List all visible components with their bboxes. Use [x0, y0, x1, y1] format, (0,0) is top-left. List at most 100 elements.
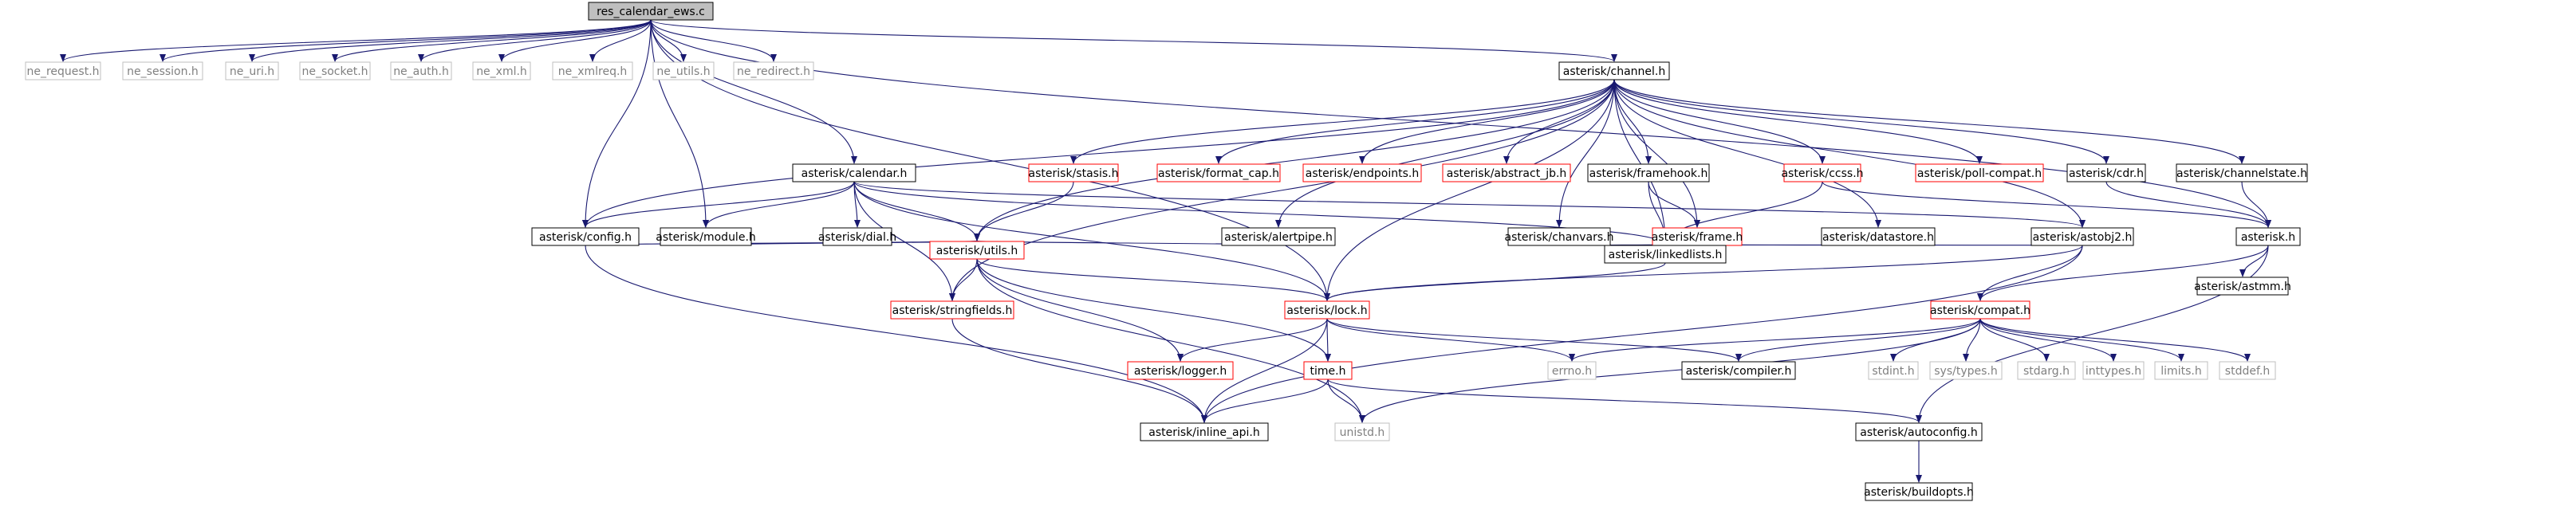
edge-config-to-inline_api: [585, 245, 1207, 423]
node-box: [1507, 227, 1611, 246]
node-alertpipe[interactable]: asterisk/alertpipe.h: [1221, 227, 1336, 246]
node-label: ne_xml.h: [476, 65, 527, 78]
node-box: [1930, 300, 2030, 320]
node-poll-compat[interactable]: asterisk/poll-compat.h: [1915, 163, 2044, 182]
node-box: [1868, 361, 1919, 380]
node-config[interactable]: asterisk/config.h: [531, 227, 640, 246]
node-box: [122, 61, 203, 80]
node-label: ne_request.h: [26, 65, 99, 78]
edge-stasis-to-utils: [974, 181, 1074, 241]
node-box: [822, 227, 892, 246]
node-channel[interactable]: asterisk/channel.h: [1558, 61, 1670, 80]
node-stdint: stdint.h: [1868, 361, 1919, 380]
node-box: [2066, 163, 2146, 182]
node-inline-api[interactable]: asterisk/inline_api.h: [1140, 422, 1269, 441]
node-lock[interactable]: asterisk/lock.h: [1284, 300, 1370, 320]
node-stasis[interactable]: asterisk/stasis.h: [1028, 163, 1119, 182]
edge-channel-to-lock: [1324, 79, 1615, 301]
node-box: [1156, 163, 1281, 182]
node-autoconfig[interactable]: asterisk/autoconfig.h: [1855, 422, 1983, 441]
node-cdr[interactable]: asterisk/cdr.h: [2066, 163, 2146, 182]
node-box: [1127, 361, 1234, 380]
node-chanvars[interactable]: asterisk/chanvars.h: [1505, 227, 1614, 246]
node-ccss[interactable]: asterisk/ccss.h: [1781, 163, 1864, 182]
node-endpoints[interactable]: asterisk/endpoints.h: [1302, 163, 1422, 182]
node-time[interactable]: time.h: [1303, 361, 1353, 380]
node-label: asterisk/endpoints.h: [1306, 167, 1419, 180]
node-channelstate[interactable]: asterisk/channelstate.h: [2176, 163, 2308, 182]
node-utils[interactable]: asterisk/utils.h: [929, 241, 1025, 260]
edge-channelstate-to-asterisk: [2241, 181, 2271, 228]
edge-channel-to-stasis: [1070, 79, 1615, 164]
edge-channel-to-cdr: [1613, 79, 2109, 164]
node-label: asterisk/linkedlists.h: [1609, 249, 1723, 261]
node-box: [1558, 61, 1670, 80]
node-frame[interactable]: asterisk/frame.h: [1652, 227, 1743, 246]
edge-lock-to-logger: [1177, 318, 1328, 362]
node-compiler[interactable]: asterisk/compiler.h: [1681, 361, 1796, 380]
node-stringfields[interactable]: asterisk/stringfields.h: [890, 300, 1014, 320]
node-format-cap[interactable]: asterisk/format_cap.h: [1156, 163, 1281, 182]
edge-calendar-to-lock: [853, 181, 1330, 301]
node-systypes: sys/types.h: [1929, 361, 2003, 380]
node-label: asterisk.h: [2241, 231, 2295, 244]
edge-lock-to-time: [1324, 318, 1331, 362]
node-label: limits.h: [2160, 365, 2201, 378]
edge-channel-to-channelstate: [1613, 79, 2245, 164]
node-label: stdarg.h: [2023, 365, 2070, 378]
edge-astobj2-to-compat: [1977, 245, 2083, 301]
edge-calendar-to-astobj2: [853, 181, 2086, 228]
node-dial[interactable]: asterisk/dial.h: [818, 227, 896, 246]
node-label: asterisk/astobj2.h: [2033, 231, 2133, 244]
node-linkedlists[interactable]: asterisk/linkedlists.h: [1604, 245, 1727, 264]
edge-channel-to-datastore: [1613, 79, 1881, 228]
node-label: asterisk/poll-compat.h: [1917, 167, 2042, 180]
edge-compat-to-limits: [1979, 318, 2184, 362]
node-box: [1929, 361, 2003, 380]
edge-compat-to-unistd: [1359, 318, 1981, 423]
edge-compat-to-inttypes: [1979, 318, 2117, 362]
node-calendar[interactable]: asterisk/calendar.h: [792, 163, 916, 182]
node-astmm[interactable]: asterisk/astmm.h: [2194, 277, 2291, 296]
node-datastore[interactable]: asterisk/datastore.h: [1821, 227, 1936, 246]
node-label: asterisk/stringfields.h: [892, 304, 1013, 317]
edge-utils-to-stringfields: [949, 258, 978, 301]
node-label: ne_uri.h: [230, 65, 274, 78]
node-asterisk[interactable]: asterisk.h: [2235, 227, 2301, 246]
node-label: asterisk/frame.h: [1652, 231, 1743, 244]
node-box: [1303, 361, 1353, 380]
node-box: [652, 61, 715, 80]
node-abstract-jb[interactable]: asterisk/abstract_jb.h: [1442, 163, 1571, 182]
node-box: [1821, 227, 1936, 246]
node-root[interactable]: res_calendar_ews.c: [588, 2, 714, 21]
node-box: [588, 2, 714, 21]
node-label: asterisk/calendar.h: [802, 167, 908, 180]
node-label: asterisk/stasis.h: [1029, 167, 1119, 180]
node-logger[interactable]: asterisk/logger.h: [1127, 361, 1234, 380]
edge-config-to-utils: [585, 240, 979, 249]
node-buildopts[interactable]: asterisk/buildopts.h: [1864, 482, 1974, 501]
node-label: asterisk/dial.h: [818, 231, 896, 244]
node-label: ne_xmlreq.h: [558, 65, 628, 78]
edge-channel-to-stringfields: [949, 79, 1615, 301]
node-box: [2082, 361, 2145, 380]
node-label: asterisk/channelstate.h: [2176, 167, 2307, 180]
edge-compat-to-errno: [1569, 318, 1981, 362]
node-label: asterisk/config.h: [539, 231, 632, 244]
edge-asterisk-to-astmm: [2239, 245, 2269, 277]
node-compat[interactable]: asterisk/compat.h: [1930, 300, 2030, 320]
node-astobj2[interactable]: asterisk/astobj2.h: [2030, 227, 2134, 246]
edge-stringfields-to-inline_api: [951, 318, 1207, 423]
node-unistd: unistd.h: [1334, 422, 1390, 441]
node-label: asterisk/utils.h: [936, 245, 1018, 257]
node-label: asterisk/channel.h: [1563, 65, 1665, 78]
edge-channel-to-format_cap: [1215, 79, 1615, 164]
node-box: [472, 61, 531, 80]
node-label: errno.h: [1552, 365, 1592, 378]
node-box: [1442, 163, 1571, 182]
node-module[interactable]: asterisk/module.h: [656, 227, 756, 246]
node-framehook[interactable]: asterisk/framehook.h: [1587, 163, 1710, 182]
edge-channel-to-alertpipe: [1275, 79, 1615, 228]
edge-time-to-unistd: [1327, 379, 1365, 423]
